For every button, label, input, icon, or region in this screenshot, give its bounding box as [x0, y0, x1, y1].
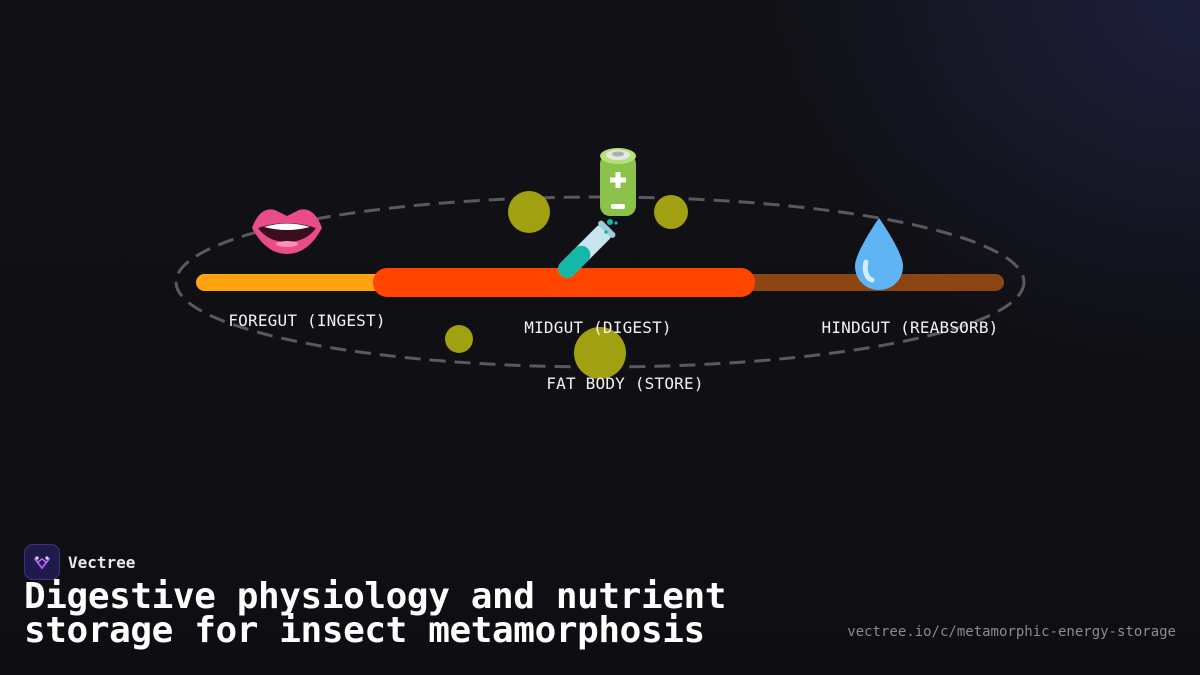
fat-body-dot	[574, 327, 626, 379]
water-drop-icon	[850, 216, 908, 292]
source-url: vectree.io/c/metamorphic-energy-storage	[847, 624, 1176, 640]
foregut-segment	[196, 274, 396, 291]
fat-body-label: FAT BODY (STORE)	[546, 374, 704, 393]
brand-name: Vectree	[68, 552, 136, 572]
gut-diagram-graphics	[174, 191, 1026, 379]
nutrient-dot	[445, 325, 473, 353]
vectree-logo-icon	[24, 544, 60, 580]
test-tube-icon	[544, 216, 620, 292]
brand: Vectree	[24, 544, 135, 580]
midgut-segment	[373, 268, 755, 297]
midgut-label: MIDGUT (DIGEST)	[524, 318, 672, 337]
foregut-label: FOREGUT (INGEST)	[228, 311, 386, 330]
mouth-icon	[248, 198, 326, 264]
hindgut-label: HINDGUT (REABSORB)	[821, 318, 999, 337]
gut-diagram: FOREGUT (INGEST) MIDGUT (DIGEST) HINDGUT…	[174, 146, 1026, 393]
page-title: Digestive physiology and nutrient storag…	[24, 576, 727, 651]
battery-icon	[596, 146, 640, 220]
nutrient-dot	[508, 191, 550, 233]
nutrient-dot	[654, 195, 688, 229]
